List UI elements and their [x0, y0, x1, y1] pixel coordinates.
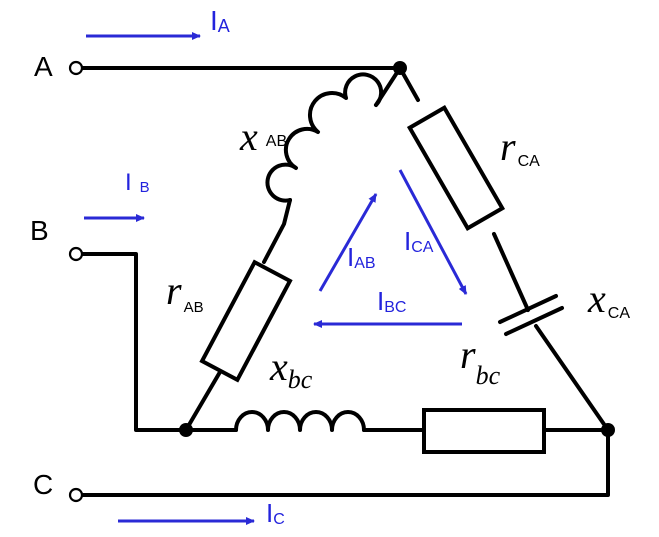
- terminal-label-a: A: [34, 51, 53, 82]
- current-label-i-a: IA: [210, 5, 230, 36]
- label-x-bc: xbc: [269, 344, 313, 394]
- node-b: [179, 423, 193, 437]
- terminal-b[interactable]: [68, 246, 84, 262]
- terminal-c[interactable]: [68, 487, 84, 503]
- inductor-x-ab: [265, 72, 384, 203]
- node-a: [393, 61, 407, 75]
- inductor-x-bc: [234, 410, 366, 432]
- capacitor-x-ca: [498, 294, 564, 336]
- node-c: [601, 423, 615, 437]
- terminal-label-c: C: [33, 469, 53, 500]
- line-a: [68, 60, 402, 76]
- arrow-i-ab: [318, 193, 378, 292]
- current-label-i-c: IC: [266, 498, 285, 528]
- resistor-r-bc: [422, 408, 546, 454]
- current-label-i-bc: IBC: [377, 286, 406, 316]
- line-c: [68, 430, 610, 503]
- arrow-i-ca: [398, 169, 468, 295]
- current-label-i-ab: IAB: [347, 242, 376, 272]
- resistor-r-ca: [406, 105, 506, 231]
- label-r-bc: rbc: [460, 332, 501, 390]
- terminal-label-b: B: [30, 215, 49, 246]
- terminal-a[interactable]: [68, 60, 84, 76]
- branch-ab: [184, 66, 402, 432]
- current-label-i-ca: ICA: [404, 226, 434, 256]
- line-b: [68, 246, 188, 432]
- branch-bc: [184, 408, 610, 454]
- branch-ca: [398, 66, 610, 432]
